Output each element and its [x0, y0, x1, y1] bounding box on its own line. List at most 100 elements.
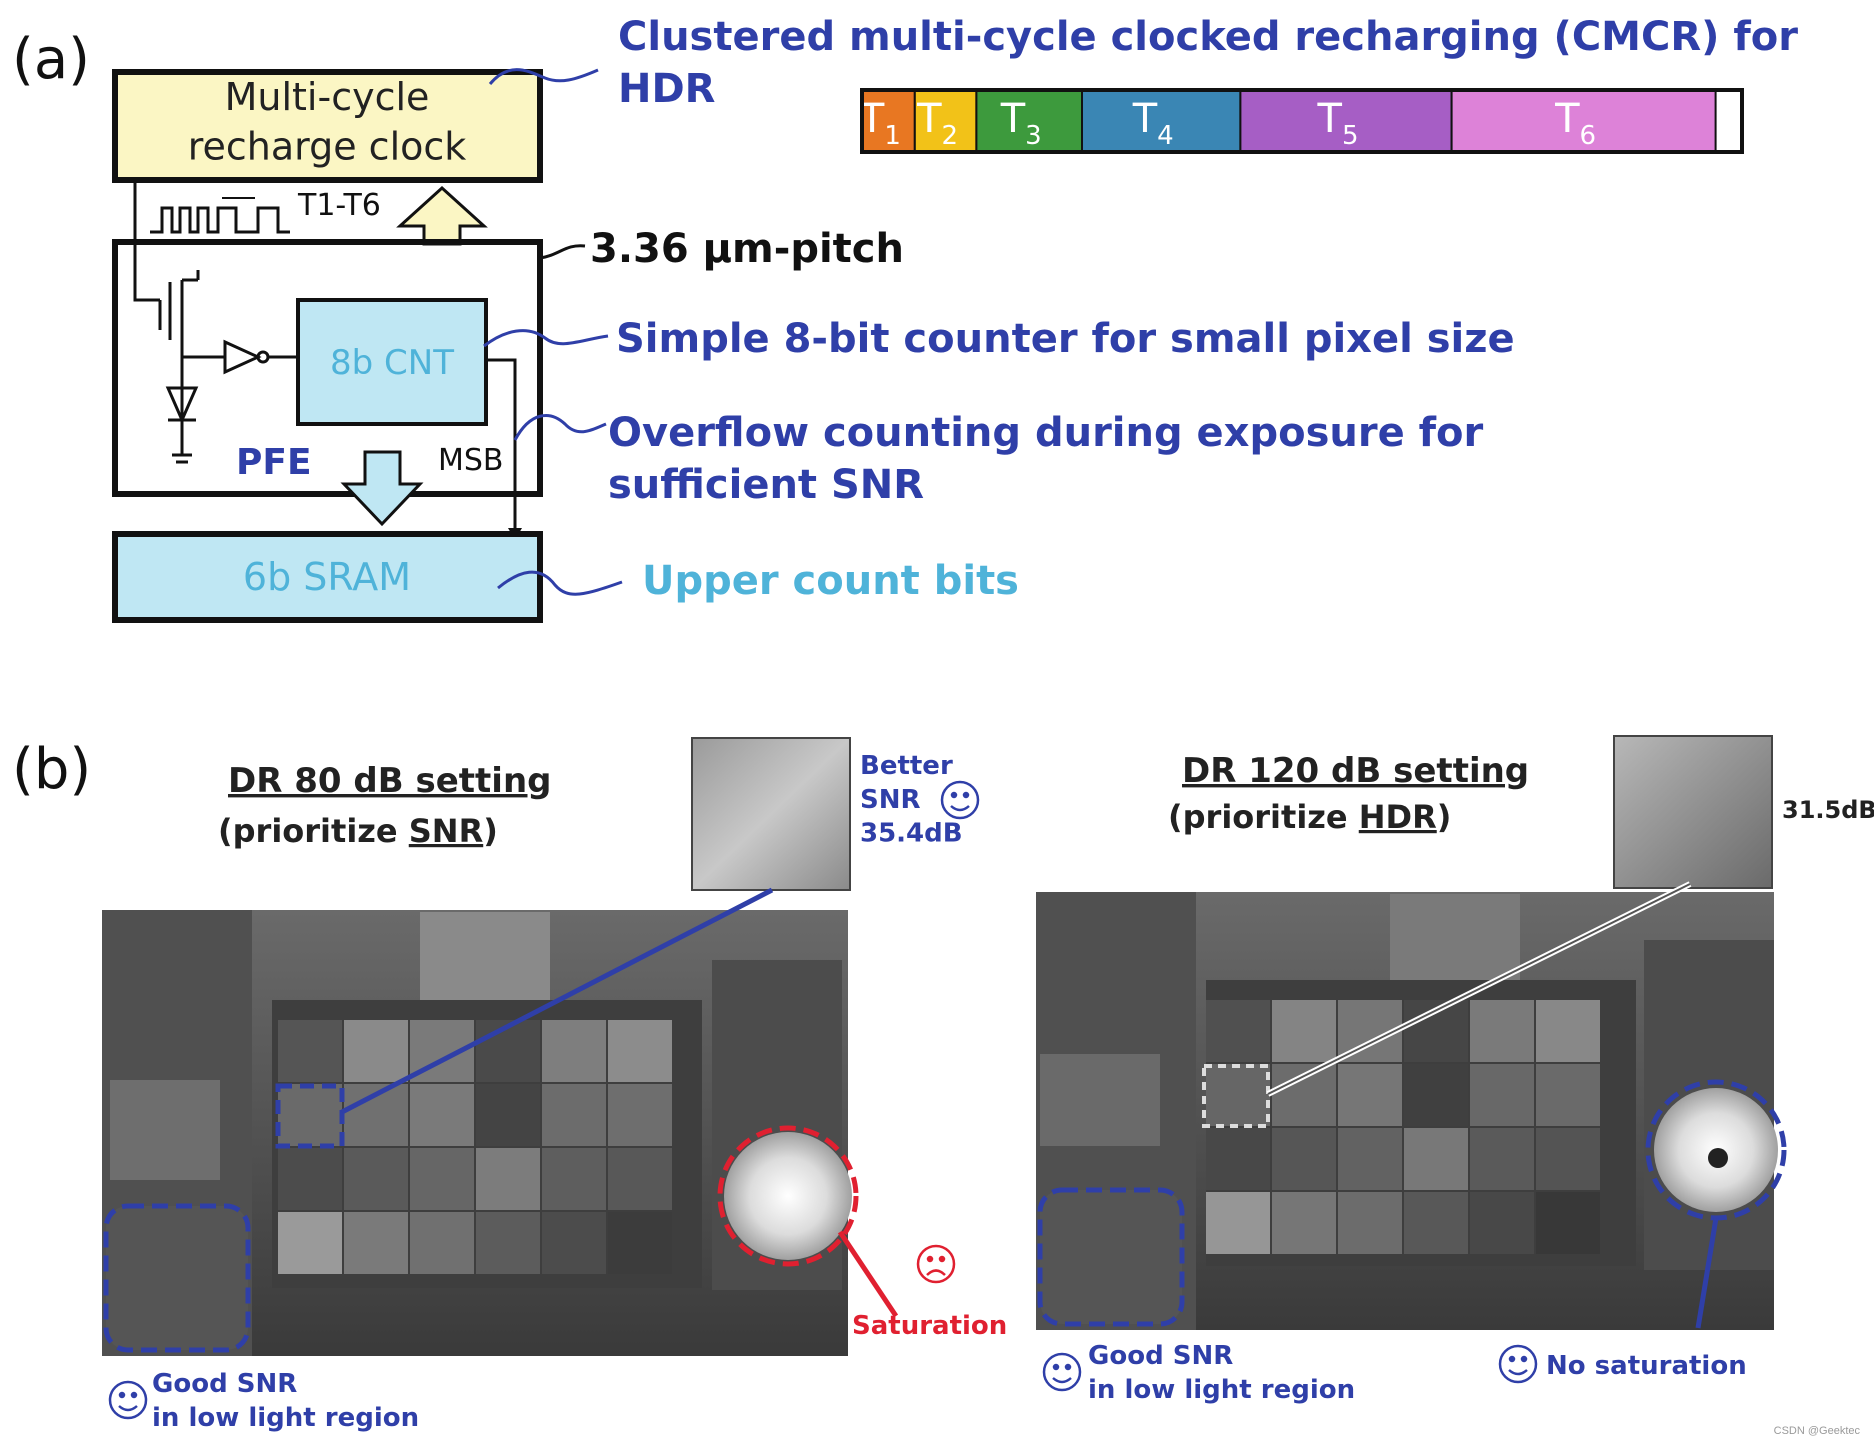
checker-patch — [1206, 1000, 1270, 1062]
checker-patch — [1536, 1192, 1600, 1254]
panel-a-label: (a) — [12, 27, 90, 92]
timing-segment-label: T2 — [916, 96, 958, 151]
checker-patch — [344, 1020, 408, 1082]
left-lowlight-roi — [103, 1203, 251, 1353]
right-lowlight-roi — [1037, 1187, 1185, 1327]
right-no-saturation-leader — [1695, 1217, 1719, 1329]
left-title: DR 80 dB setting — [228, 761, 551, 801]
checker-patch — [410, 1084, 474, 1146]
checker-patch — [1338, 1064, 1402, 1126]
smile-icon — [1498, 1344, 1538, 1384]
checker-patch — [608, 1212, 672, 1274]
smile-icon — [1042, 1352, 1082, 1392]
pixel-frame — [112, 239, 543, 497]
checker-patch — [1272, 1128, 1336, 1190]
pfe-label: PFE — [236, 442, 312, 483]
smile-icon — [940, 780, 980, 820]
checker-patch — [1272, 1192, 1336, 1254]
timing-segment-label: T3 — [1000, 96, 1042, 151]
checker-patch — [542, 1212, 606, 1274]
pitch-leader — [539, 244, 586, 260]
frown-icon — [916, 1244, 956, 1284]
checker-patch — [608, 1148, 672, 1210]
checker-patch — [1536, 1128, 1600, 1190]
upper-bits-annotation: Upper count bits — [642, 558, 1019, 604]
down-arrow — [340, 450, 424, 527]
checker-patch — [542, 1020, 606, 1082]
checker-patch — [1404, 1192, 1468, 1254]
sram-label: 6b SRAM — [243, 555, 411, 599]
checker-patch — [476, 1148, 540, 1210]
checker-patch — [278, 1212, 342, 1274]
counter-label: 8b CNT — [330, 343, 454, 383]
checker-patch — [1470, 1064, 1534, 1126]
checker-patch — [542, 1148, 606, 1210]
checker-patch — [476, 1020, 540, 1082]
right-title: DR 120 dB setting — [1182, 751, 1529, 791]
left-saturation-leader — [837, 1230, 899, 1318]
checker-patch — [608, 1084, 672, 1146]
checker-patch — [1470, 1000, 1534, 1062]
checker-patch — [344, 1148, 408, 1210]
counter-annotation: Simple 8-bit counter for small pixel siz… — [616, 316, 1515, 362]
checker-patch — [410, 1212, 474, 1274]
timing-segment-4 — [1081, 89, 1242, 153]
pixel-schematic — [158, 270, 298, 464]
cmcr-annotation: Clustered multi-cycle clocked recharging… — [618, 14, 1798, 112]
timing-segment-label: T6 — [1554, 96, 1596, 151]
pitch-label: 3.36 µm-pitch — [590, 226, 904, 272]
recharge-clock-box — [112, 69, 543, 183]
checker-patch — [278, 1084, 342, 1146]
timing-segment-6 — [1450, 89, 1717, 153]
checker-patch — [1272, 1000, 1336, 1062]
checker-patch — [1404, 1128, 1468, 1190]
checker-patch — [278, 1020, 342, 1082]
clock-signal-line — [133, 180, 160, 302]
checker-patch — [1206, 1192, 1270, 1254]
left-zoom-patch — [691, 737, 851, 891]
left-color-checker — [278, 1020, 672, 1274]
saturation-label: Saturation — [852, 1311, 1007, 1341]
right-zoom-patch — [1613, 735, 1773, 889]
right-roi-leader-edge — [1267, 883, 1691, 1095]
checker-patch — [608, 1020, 672, 1082]
smile-icon — [108, 1380, 148, 1420]
watermark: CSDN @Geektec — [1773, 1425, 1860, 1437]
left-roi-leader — [340, 887, 774, 1115]
checker-patch — [1206, 1128, 1270, 1190]
checker-patch — [476, 1212, 540, 1274]
right-subtitle: (prioritize HDR) — [1168, 798, 1451, 836]
panel-b-label: (b) — [12, 737, 91, 802]
checker-patch — [1206, 1064, 1270, 1126]
no-saturation-label: No saturation — [1546, 1351, 1747, 1381]
checker-patch — [1536, 1064, 1600, 1126]
right-lamp-center — [1708, 1148, 1728, 1168]
checker-patch — [344, 1212, 408, 1274]
left-saturation-roi — [717, 1125, 859, 1267]
right-snr-note: 31.5dB — [1782, 796, 1874, 824]
up-arrow — [396, 185, 488, 246]
msb-wire — [486, 358, 517, 530]
checker-patch — [1536, 1000, 1600, 1062]
checker-patch — [1338, 1128, 1402, 1190]
left-subtitle: (prioritize SNR) — [218, 812, 498, 850]
timing-segment-label: T5 — [1317, 96, 1359, 151]
checker-patch — [1338, 1192, 1402, 1254]
sram-box — [112, 531, 543, 623]
checker-patch — [1470, 1128, 1534, 1190]
checker-patch — [1404, 1064, 1468, 1126]
pulse-train — [150, 206, 290, 234]
checker-patch — [1470, 1192, 1534, 1254]
annotation-leaders — [483, 68, 623, 596]
left-lamp — [724, 1132, 852, 1260]
counter-box — [296, 298, 488, 426]
timing-segment-label: T4 — [1132, 96, 1174, 151]
checker-patch — [476, 1084, 540, 1146]
